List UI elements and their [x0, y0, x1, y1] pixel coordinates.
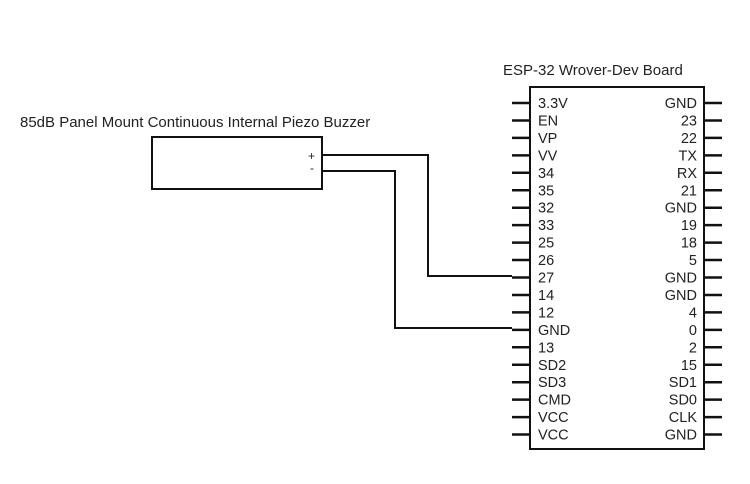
wire-buzzer-plus-to-27: [322, 154, 512, 277]
buzzer-minus-label: -: [310, 161, 314, 175]
right-pin-label-5: RX: [677, 166, 697, 182]
right-pin-label-9: 18: [681, 236, 697, 252]
left-pin-label-6: 35: [538, 183, 554, 199]
right-pin-label-12: GND: [665, 288, 697, 304]
left-pin-label-14: GND: [538, 323, 570, 339]
right-pin-label-11: GND: [665, 271, 697, 287]
left-pin-label-16: SD2: [538, 358, 566, 374]
right-pin-label-17: SD1: [669, 375, 697, 391]
left-pin-label-18: CMD: [538, 393, 571, 409]
right-pin-label-8: 19: [681, 218, 697, 234]
left-pin-label-12: 14: [538, 288, 554, 304]
left-pin-label-4: VV: [538, 148, 558, 164]
right-pin-label-1: GND: [665, 96, 697, 112]
right-pin-label-6: 21: [681, 183, 697, 199]
right-pin-label-19: CLK: [669, 410, 698, 426]
left-pin-label-1: 3.3V: [538, 96, 568, 112]
left-pin-label-3: VP: [538, 131, 557, 147]
buzzer-body: [151, 136, 323, 190]
left-pin-label-7: 32: [538, 201, 554, 217]
right-pin-label-13: 4: [689, 305, 697, 321]
right-pin-label-7: GND: [665, 201, 697, 217]
left-pin-label-10: 26: [538, 253, 554, 269]
left-pin-label-20: VCC: [538, 428, 569, 444]
left-pin-label-13: 12: [538, 305, 554, 321]
right-pin-label-16: 15: [681, 358, 697, 374]
right-pin-label-20: GND: [665, 428, 697, 444]
left-pin-label-5: 34: [538, 166, 554, 182]
right-pin-label-14: 0: [689, 323, 697, 339]
buzzer-title: 85dB Panel Mount Continuous Internal Pie…: [20, 114, 370, 131]
right-pin-label-15: 2: [689, 340, 697, 356]
right-pin-label-18: SD0: [669, 393, 697, 409]
board-right-pins: GND2322TXRX21GND19185GNDGND40215SD1SD0CL…: [665, 96, 722, 444]
right-pin-label-4: TX: [678, 148, 697, 164]
right-pin-label-10: 5: [689, 253, 697, 269]
left-pin-label-11: 27: [538, 271, 554, 287]
buzzer-plus-label: +: [308, 149, 315, 163]
wire-buzzer-minus-to-gnd: [322, 170, 512, 329]
board-title: ESP-32 Wrover-Dev Board: [503, 62, 683, 79]
right-pin-label-3: 22: [681, 131, 697, 147]
left-pin-label-19: VCC: [538, 410, 569, 426]
left-pin-label-2: EN: [538, 113, 558, 129]
right-pin-label-2: 23: [681, 113, 697, 129]
left-pin-label-9: 25: [538, 236, 554, 252]
left-pin-label-17: SD3: [538, 375, 566, 391]
left-pin-label-8: 33: [538, 218, 554, 234]
left-pin-label-15: 13: [538, 340, 554, 356]
board-body: [529, 86, 705, 450]
